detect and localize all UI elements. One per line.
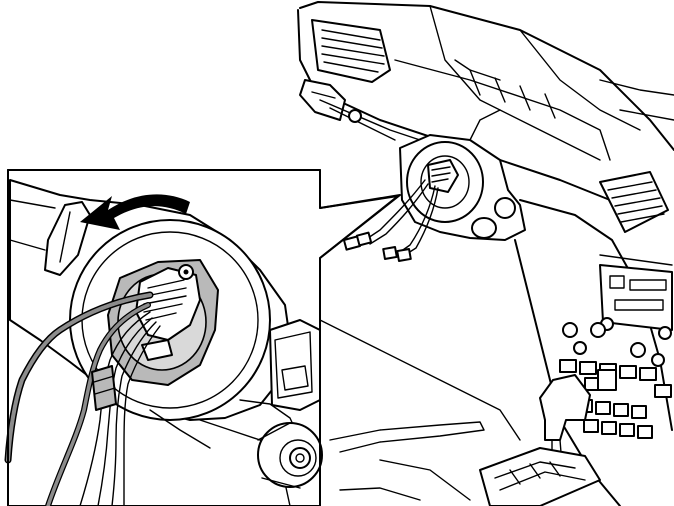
- loose-wires: [342, 179, 439, 262]
- dashboard: [297, 1, 674, 506]
- ignition-lock: [257, 422, 323, 489]
- steering-column-background: [399, 109, 526, 241]
- right-air-vent: [599, 171, 669, 233]
- left-air-vent: [311, 19, 391, 83]
- switch-block: [577, 399, 653, 439]
- wire-bundle: [4, 291, 161, 506]
- rotation-arrow-icon: [80, 194, 190, 230]
- radio-unit: [599, 264, 673, 340]
- gear-selector: [479, 374, 601, 506]
- detail-inset: [4, 169, 401, 506]
- stalk-tab: [44, 201, 91, 276]
- climate-control-panel: [559, 322, 672, 398]
